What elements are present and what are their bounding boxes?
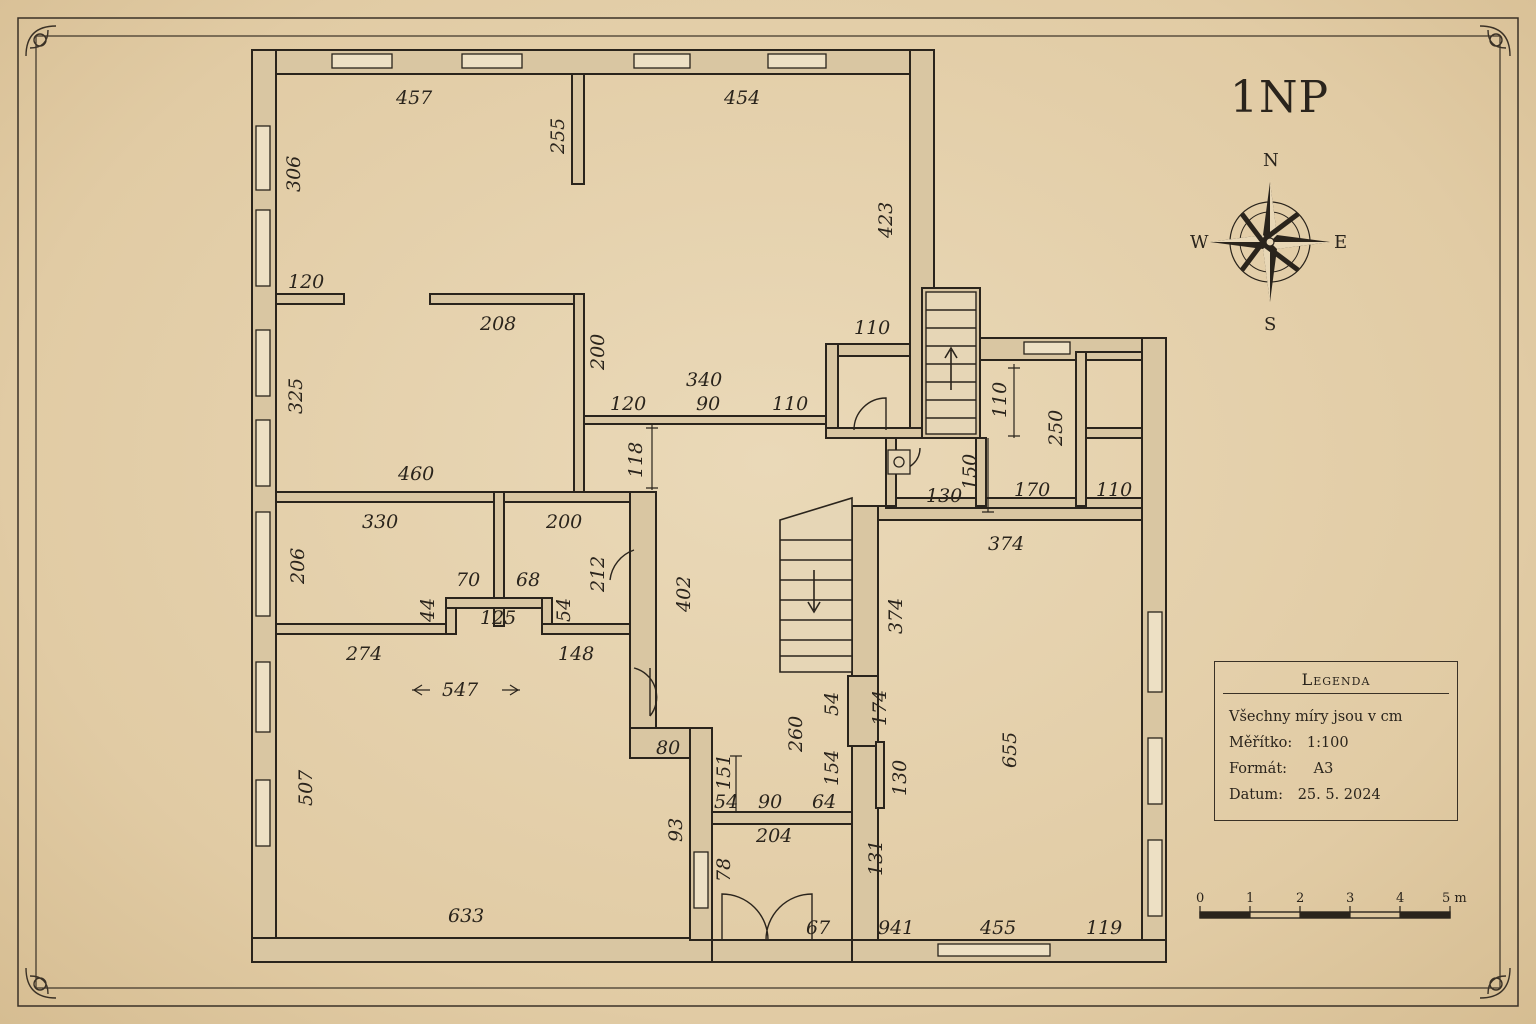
dim-110-c: 110	[989, 382, 1011, 418]
dim-455: 455	[979, 917, 1016, 939]
dim-200-b: 200	[545, 511, 582, 533]
staircase-upper	[925, 291, 977, 435]
dim-274: 274	[345, 643, 382, 665]
compass-rose-icon: N S E W	[1190, 150, 1347, 335]
dim-374-b: 374	[885, 598, 907, 634]
dim-423: 423	[875, 202, 897, 239]
dim-110-d: 110	[1096, 479, 1132, 501]
legend-value: 25. 5. 2024	[1297, 787, 1381, 803]
dim-374-a: 374	[988, 533, 1024, 555]
dim-260: 260	[785, 716, 807, 753]
dim-120-a: 120	[288, 271, 324, 293]
scale-tick-4: 4	[1396, 891, 1404, 906]
chimney-icon	[887, 449, 911, 475]
dim-208: 208	[479, 313, 516, 335]
dim-547: 547	[442, 679, 479, 701]
dim-54-c: 54	[714, 791, 738, 813]
dim-67: 67	[806, 917, 831, 939]
dim-130-a: 130	[926, 485, 962, 507]
dim-330: 330	[362, 511, 398, 533]
dim-130-b: 130	[889, 760, 911, 796]
compass-north: N	[1263, 150, 1279, 171]
legend-title: Legenda	[1223, 670, 1449, 694]
dim-118: 118	[625, 442, 647, 478]
dim-125: 125	[480, 607, 516, 629]
dim-325: 325	[285, 378, 307, 414]
dim-457: 457	[395, 87, 433, 109]
dim-119: 119	[1086, 917, 1122, 939]
scale-tick-2: 2	[1296, 891, 1304, 906]
dim-148: 148	[558, 643, 594, 665]
legend-label: Všechny míry jsou v cm	[1229, 709, 1403, 725]
legend-row: Datum: 25. 5. 2024	[1229, 782, 1443, 808]
dim-54-a: 54	[553, 598, 575, 622]
dim-460: 460	[397, 463, 434, 485]
dim-250: 250	[1045, 410, 1067, 447]
legend-box: Legenda Všechny míry jsou v cm Měřítko: …	[1214, 661, 1458, 821]
windows	[255, 53, 1163, 957]
dim-110-a: 110	[854, 317, 890, 339]
compass-west: W	[1190, 232, 1209, 253]
legend-value: A3	[1313, 761, 1334, 777]
dim-110-b: 110	[772, 393, 808, 415]
legend-row: Formát: A3	[1229, 756, 1443, 782]
legend-label: Formát:	[1229, 761, 1288, 777]
dim-70: 70	[456, 569, 480, 591]
legend-value: 1:100	[1306, 735, 1349, 751]
dim-90-b: 90	[758, 791, 782, 813]
dim-174: 174	[869, 690, 891, 726]
dim-941: 941	[878, 917, 914, 939]
dim-255: 255	[547, 118, 569, 155]
corner-ornament-icon	[25, 25, 1511, 999]
scale-tick-5: 5 m	[1442, 891, 1467, 906]
interior-walls	[275, 73, 1143, 941]
doors	[609, 397, 921, 941]
legend-label: Datum:	[1229, 787, 1284, 803]
dim-93: 93	[665, 818, 687, 842]
dim-150: 150	[959, 454, 981, 490]
dim-170: 170	[1014, 479, 1050, 501]
dim-200-a: 200	[587, 334, 609, 371]
dim-507: 507	[295, 769, 317, 806]
dim-68: 68	[516, 569, 540, 591]
dim-655: 655	[999, 732, 1021, 768]
dim-306: 306	[283, 156, 305, 192]
legend-label: Měřítko:	[1229, 735, 1293, 751]
staircase-lower	[779, 496, 853, 673]
scale-tick-3: 3	[1346, 891, 1354, 906]
dim-206: 206	[287, 548, 309, 585]
outer-border	[17, 17, 1519, 1007]
scale-bar: 0 1 2 3 4 5 m	[1196, 891, 1467, 919]
dim-454: 454	[723, 87, 760, 109]
dim-340: 340	[686, 369, 722, 391]
compass-south: S	[1264, 314, 1276, 335]
dim-204: 204	[755, 825, 792, 847]
dim-90-a: 90	[696, 393, 720, 415]
dim-78: 78	[713, 858, 735, 882]
dim-80: 80	[656, 737, 680, 759]
dim-131: 131	[865, 840, 887, 876]
dim-151: 151	[713, 754, 735, 790]
dim-402: 402	[673, 576, 695, 613]
legend-row: Všechny míry jsou v cm	[1229, 704, 1443, 730]
dim-64: 64	[812, 791, 836, 813]
dim-212: 212	[587, 556, 609, 593]
dim-120-b: 120	[610, 393, 646, 415]
dim-633: 633	[448, 905, 484, 927]
scale-tick-1: 1	[1246, 891, 1254, 906]
compass-east: E	[1334, 232, 1347, 253]
dimension-lines	[412, 364, 1020, 812]
dimension-labels: 457 454 255 306 423 120 208 200 110 325 …	[283, 87, 1132, 939]
dim-44: 44	[417, 598, 439, 623]
dim-54-b: 54	[821, 692, 843, 716]
dim-154: 154	[821, 750, 843, 786]
scale-tick-0: 0	[1196, 891, 1204, 906]
legend-row: Měřítko: 1:100	[1229, 730, 1443, 756]
floor-title: 1NP	[1230, 72, 1330, 123]
inner-border	[35, 35, 1501, 989]
